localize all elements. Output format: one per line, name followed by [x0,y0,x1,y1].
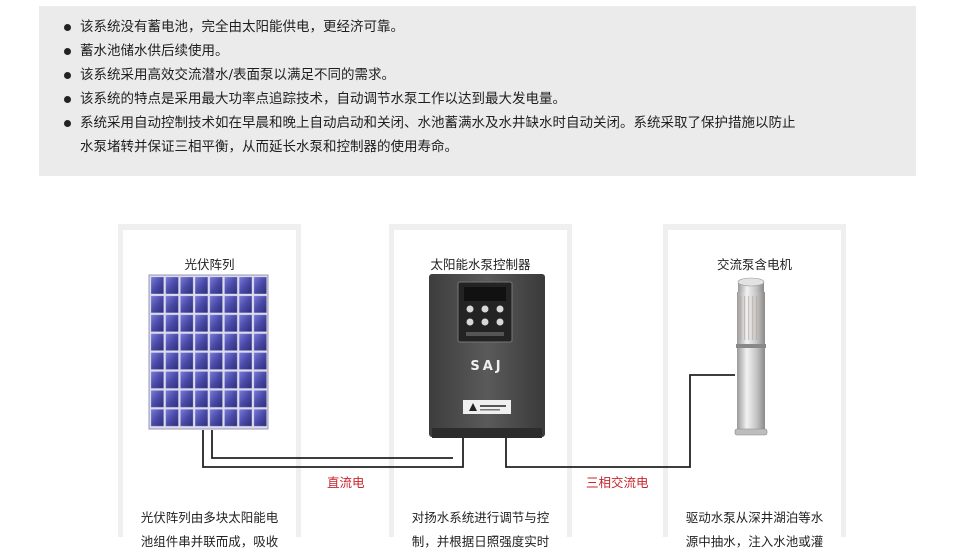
bullet-icon [64,48,71,55]
feature-item: 该系统没有蓄电池，完全由太阳能供电，更经济可靠。 [64,15,796,39]
solar-panel-icon [148,274,269,430]
pv-array-title: 光伏阵列 [184,257,235,272]
feature-list: 该系统没有蓄电池，完全由太阳能供电，更经济可靠。 蓄水池储水供后续使用。 该系统… [64,15,796,159]
bullet-icon [64,72,71,79]
ac-label: 三相交流电 [586,475,649,490]
feature-item: 蓄水池储水供后续使用。 [64,39,796,63]
bullet-icon [64,120,71,127]
pump-motor-title: 交流泵含电机 [716,257,792,272]
bullet-icon [64,96,71,103]
dc-label: 直流电 [327,475,365,490]
feature-item: 系统采用自动控制技术如在早晨和晚上自动启动和关闭、水池蓄满水及水井缺水时自动关闭… [64,111,796,159]
features-box [39,6,916,176]
controller-device-icon: SAJ [429,274,545,438]
controller-brand-logo: SAJ [470,359,503,374]
pump-motor-icon [734,277,768,436]
ac-wire [505,374,735,468]
diagram-graphics: SAJ [148,274,768,468]
bullet-icon [64,24,71,31]
feature-item: 该系统采用高效交流潜水/表面泵以满足不同的需求。 [64,63,796,87]
controller-title: 太阳能水泵控制器 [430,257,531,272]
feature-item: 该系统的特点是采用最大功率点追踪技术，自动调节水泵工作以达到最大发电量。 [64,87,796,111]
dc-wire [202,430,464,468]
